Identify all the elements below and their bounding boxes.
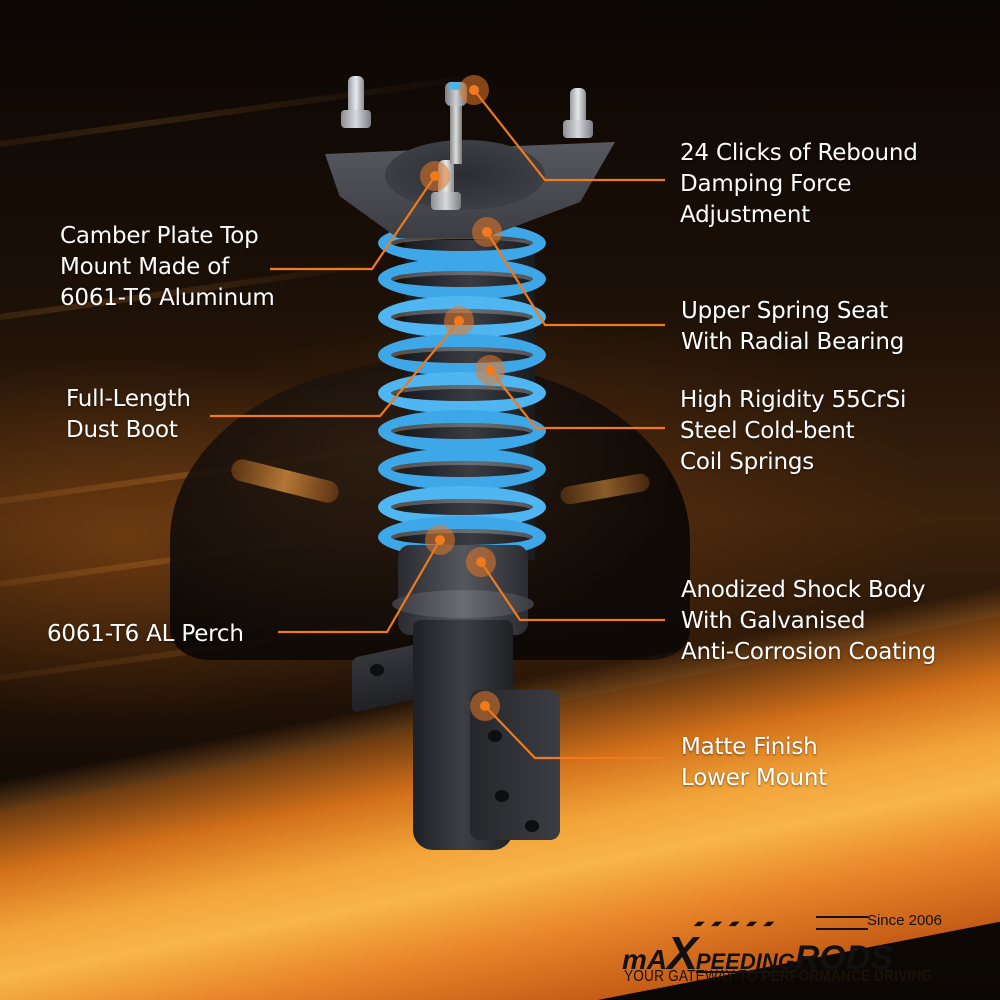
label-rebound-damping: 24 Clicks of Rebound Damping Force Adjus… xyxy=(680,140,918,228)
brand-tagline: YOUR GATEWAY TO PERFORMANCE DRIVING xyxy=(624,968,933,985)
callout-dot-dust-boot xyxy=(444,306,474,336)
label-camber-plate: Camber Plate Top Mount Made of 6061-T6 A… xyxy=(60,223,275,311)
callout-dot-camber xyxy=(420,161,450,191)
callout-dot-coil xyxy=(475,355,505,385)
label-shock-body: Anodized Shock Body With Galvanised Anti… xyxy=(681,577,936,665)
callout-dot-rebound xyxy=(459,75,489,105)
brand-logo: ▰ ▰ ▰ ▰ ▰ Since 2006 mAXPEEDINGRODS YOUR… xyxy=(620,908,950,988)
callout-dot-shock-body xyxy=(466,547,496,577)
label-lower-mount: Matte Finish Lower Mount xyxy=(681,734,828,791)
label-dust-boot: Full-Length Dust Boot xyxy=(66,386,191,443)
callout-dot-perch xyxy=(425,525,455,555)
label-coil-springs: High Rigidity 55CrSi Steel Cold-bent Coi… xyxy=(680,387,907,475)
speed-lines-icon xyxy=(816,916,868,930)
since-year: Since 2006 xyxy=(866,912,942,929)
label-upper-spring-seat: Upper Spring Seat With Radial Bearing xyxy=(681,298,905,355)
callout-dot-lower-mount xyxy=(470,691,500,721)
callout-dot-spring-seat xyxy=(472,217,502,247)
label-al-perch: 6061-T6 AL Perch xyxy=(47,621,244,647)
brand-wordmark: mAXPEEDINGRODS xyxy=(622,927,894,979)
